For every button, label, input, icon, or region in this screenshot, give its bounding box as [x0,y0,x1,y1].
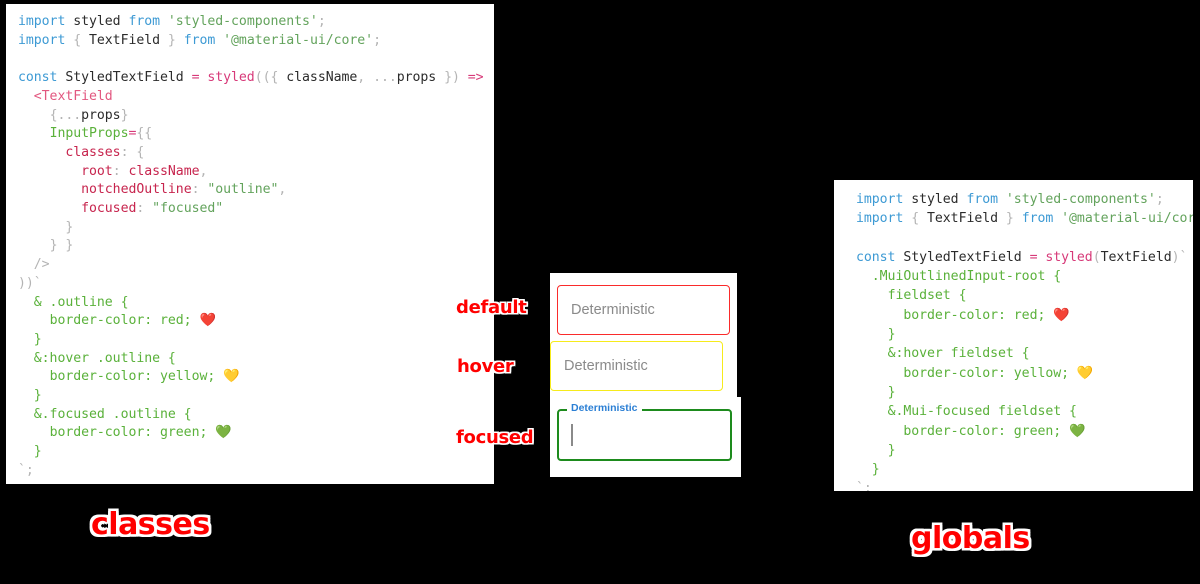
state-label-default: default [456,297,527,318]
textfield-default[interactable]: Deterministic [557,285,730,335]
demo-panel-bottom: Deterministic [550,397,741,477]
code-panel-classes: import styled from 'styled-components'; … [6,4,494,484]
textfield-focused[interactable]: Deterministic [557,402,732,461]
text-caret [571,424,573,446]
textfield-default-value: Deterministic [571,302,655,318]
demo-panel-top: Deterministic Deterministic [550,273,737,397]
state-label-hover: hover [457,356,514,377]
caption-classes: classes [91,507,210,542]
code-block-globals: import styled from 'styled-components'; … [856,192,1193,491]
textfield-hover-value: Deterministic [564,358,648,374]
code-panel-globals: import styled from 'styled-components'; … [834,180,1193,491]
caption-globals: globals [911,521,1030,556]
textfield-focused-floating-label: Deterministic [567,402,642,416]
textfield-hover[interactable]: Deterministic [550,341,723,391]
state-label-focused: focused [456,427,534,448]
code-block-classes: import styled from 'styled-components'; … [18,14,494,478]
